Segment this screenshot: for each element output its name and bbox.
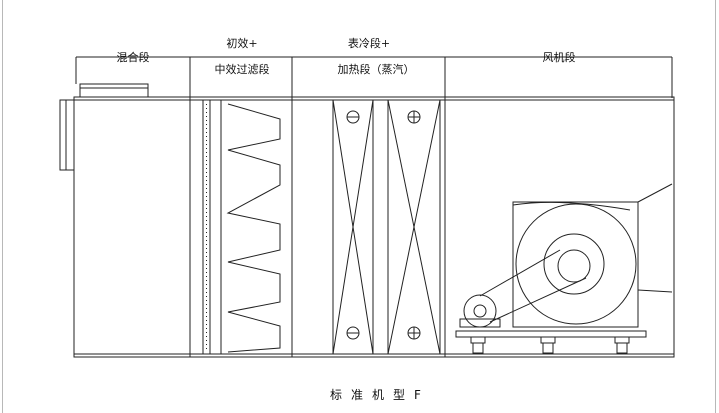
label-fan-section: 风机段 bbox=[542, 51, 576, 64]
heating-coil bbox=[387, 99, 441, 355]
bag-filter bbox=[226, 103, 281, 353]
cooling-coil bbox=[332, 99, 374, 355]
panel-filter bbox=[202, 100, 222, 354]
fan-base bbox=[455, 330, 647, 354]
fan-housing bbox=[512, 183, 673, 328]
label-coil-line2: 加热段（蒸汽） bbox=[337, 63, 415, 76]
footer-text: 标准机型 bbox=[330, 388, 415, 402]
side-damper bbox=[59, 99, 75, 171]
label-filter-line1: 初效+ bbox=[226, 37, 258, 50]
label-coil-line1: 表冷段+ bbox=[347, 37, 391, 50]
left-edge-line bbox=[2, 0, 3, 413]
right-edge-line bbox=[715, 0, 716, 413]
dimension-line bbox=[75, 56, 673, 98]
section-dividers bbox=[189, 97, 446, 357]
footer-title: 标准机型F bbox=[330, 386, 421, 403]
label-filter-line2: 中效过滤段 bbox=[214, 63, 270, 76]
ahu-casing bbox=[73, 96, 675, 358]
label-mixing-section: 混合段 bbox=[116, 51, 150, 64]
footer-mark: F bbox=[414, 388, 421, 402]
motor-and-belt bbox=[459, 249, 587, 328]
top-damper bbox=[79, 83, 149, 98]
